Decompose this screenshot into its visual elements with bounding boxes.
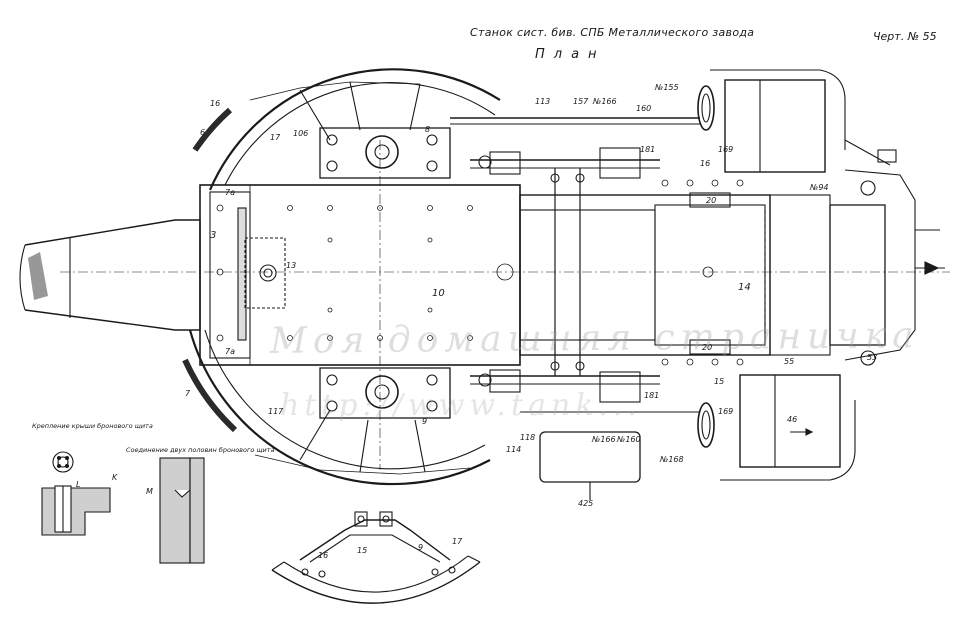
label-160-bot: №160 — [616, 435, 641, 444]
turret-ring — [182, 68, 501, 486]
label-169-top: 169 — [718, 145, 733, 154]
label-9: 9 — [422, 417, 427, 426]
label-16-arc: 16 — [318, 551, 328, 560]
label-16-top: 16 — [210, 99, 220, 108]
label-181-bot: 181 — [644, 391, 659, 400]
label-20-top: 20 — [706, 196, 716, 205]
inset-captions: Крепление крыши бронового щита Соединени… — [32, 422, 275, 496]
label-425: 425 — [578, 499, 593, 508]
label-17-arc: 17 — [452, 537, 463, 546]
label-55: 55 — [784, 357, 794, 366]
inset-label-l: L — [76, 480, 80, 489]
handwheels — [697, 85, 715, 448]
drawing-title: Станок сист. бив. СПБ Металлического зав… — [470, 26, 755, 39]
label-14: 14 — [738, 282, 751, 293]
label-20-bot: 20 — [702, 343, 712, 352]
label-46: 46 — [787, 415, 797, 424]
label-16-mid: 16 — [700, 159, 710, 168]
label-9-arc: 9 — [418, 543, 423, 552]
label-157: 157 — [573, 97, 589, 106]
label-53: 53 — [867, 353, 877, 362]
linkage-rods — [450, 117, 700, 413]
ammo-boxes — [710, 69, 856, 481]
watermark-line1: Моя домашняя страничка — [269, 315, 920, 362]
inset-left-caption: Крепление крыши бронового щита — [32, 422, 153, 430]
part-labels: 16 6 17 106 8 113 157 №166 №155 160 169 … — [185, 83, 877, 560]
bracket-425 — [539, 431, 641, 500]
label-166-top: №166 — [592, 97, 617, 106]
label-117: 117 — [268, 407, 284, 416]
label-155: №155 — [654, 83, 679, 92]
label-15: 15 — [714, 377, 724, 386]
label-168: №168 — [659, 455, 684, 464]
inset-shield-joint — [159, 457, 205, 564]
label-13: 13 — [286, 261, 296, 270]
label-113: 113 — [535, 97, 550, 106]
right-end-assembly — [844, 139, 945, 366]
inset-right-caption: Соединение двух половин бронового щита — [126, 446, 275, 454]
label-3: 3 — [210, 230, 216, 241]
carriage-frame — [60, 140, 950, 470]
inset-label-m: M — [146, 487, 153, 496]
gun-barrel — [19, 219, 201, 331]
label-94: №94 — [809, 183, 829, 192]
label-7: 7 — [185, 389, 191, 398]
label-15-arc: 15 — [357, 546, 367, 555]
inset-label-k: K — [112, 473, 118, 482]
inset-roof-mount — [41, 451, 111, 536]
label-6: 6 — [200, 128, 205, 137]
shield-arc-detail — [271, 511, 481, 604]
view-name: План — [535, 47, 606, 62]
label-7a-top: 7а — [225, 188, 235, 197]
label-166-bot: №166 — [591, 435, 616, 444]
trunnion-brackets — [319, 127, 451, 419]
label-169-bot: 169 — [718, 407, 733, 416]
label-10: 10 — [432, 288, 445, 299]
label-7a-bot: 7а — [225, 347, 235, 356]
rivets — [216, 179, 744, 366]
label-106: 106 — [293, 129, 308, 138]
label-181-top: 181 — [640, 145, 655, 154]
label-114: 114 — [506, 445, 521, 454]
label-118: 118 — [520, 433, 535, 442]
label-17-top: 17 — [270, 133, 281, 142]
label-160-top: 160 — [636, 104, 651, 113]
watermark-line2: http://www.tank... — [280, 388, 643, 423]
sheet-number: Черт. № 55 — [873, 30, 937, 43]
label-8: 8 — [425, 125, 430, 134]
